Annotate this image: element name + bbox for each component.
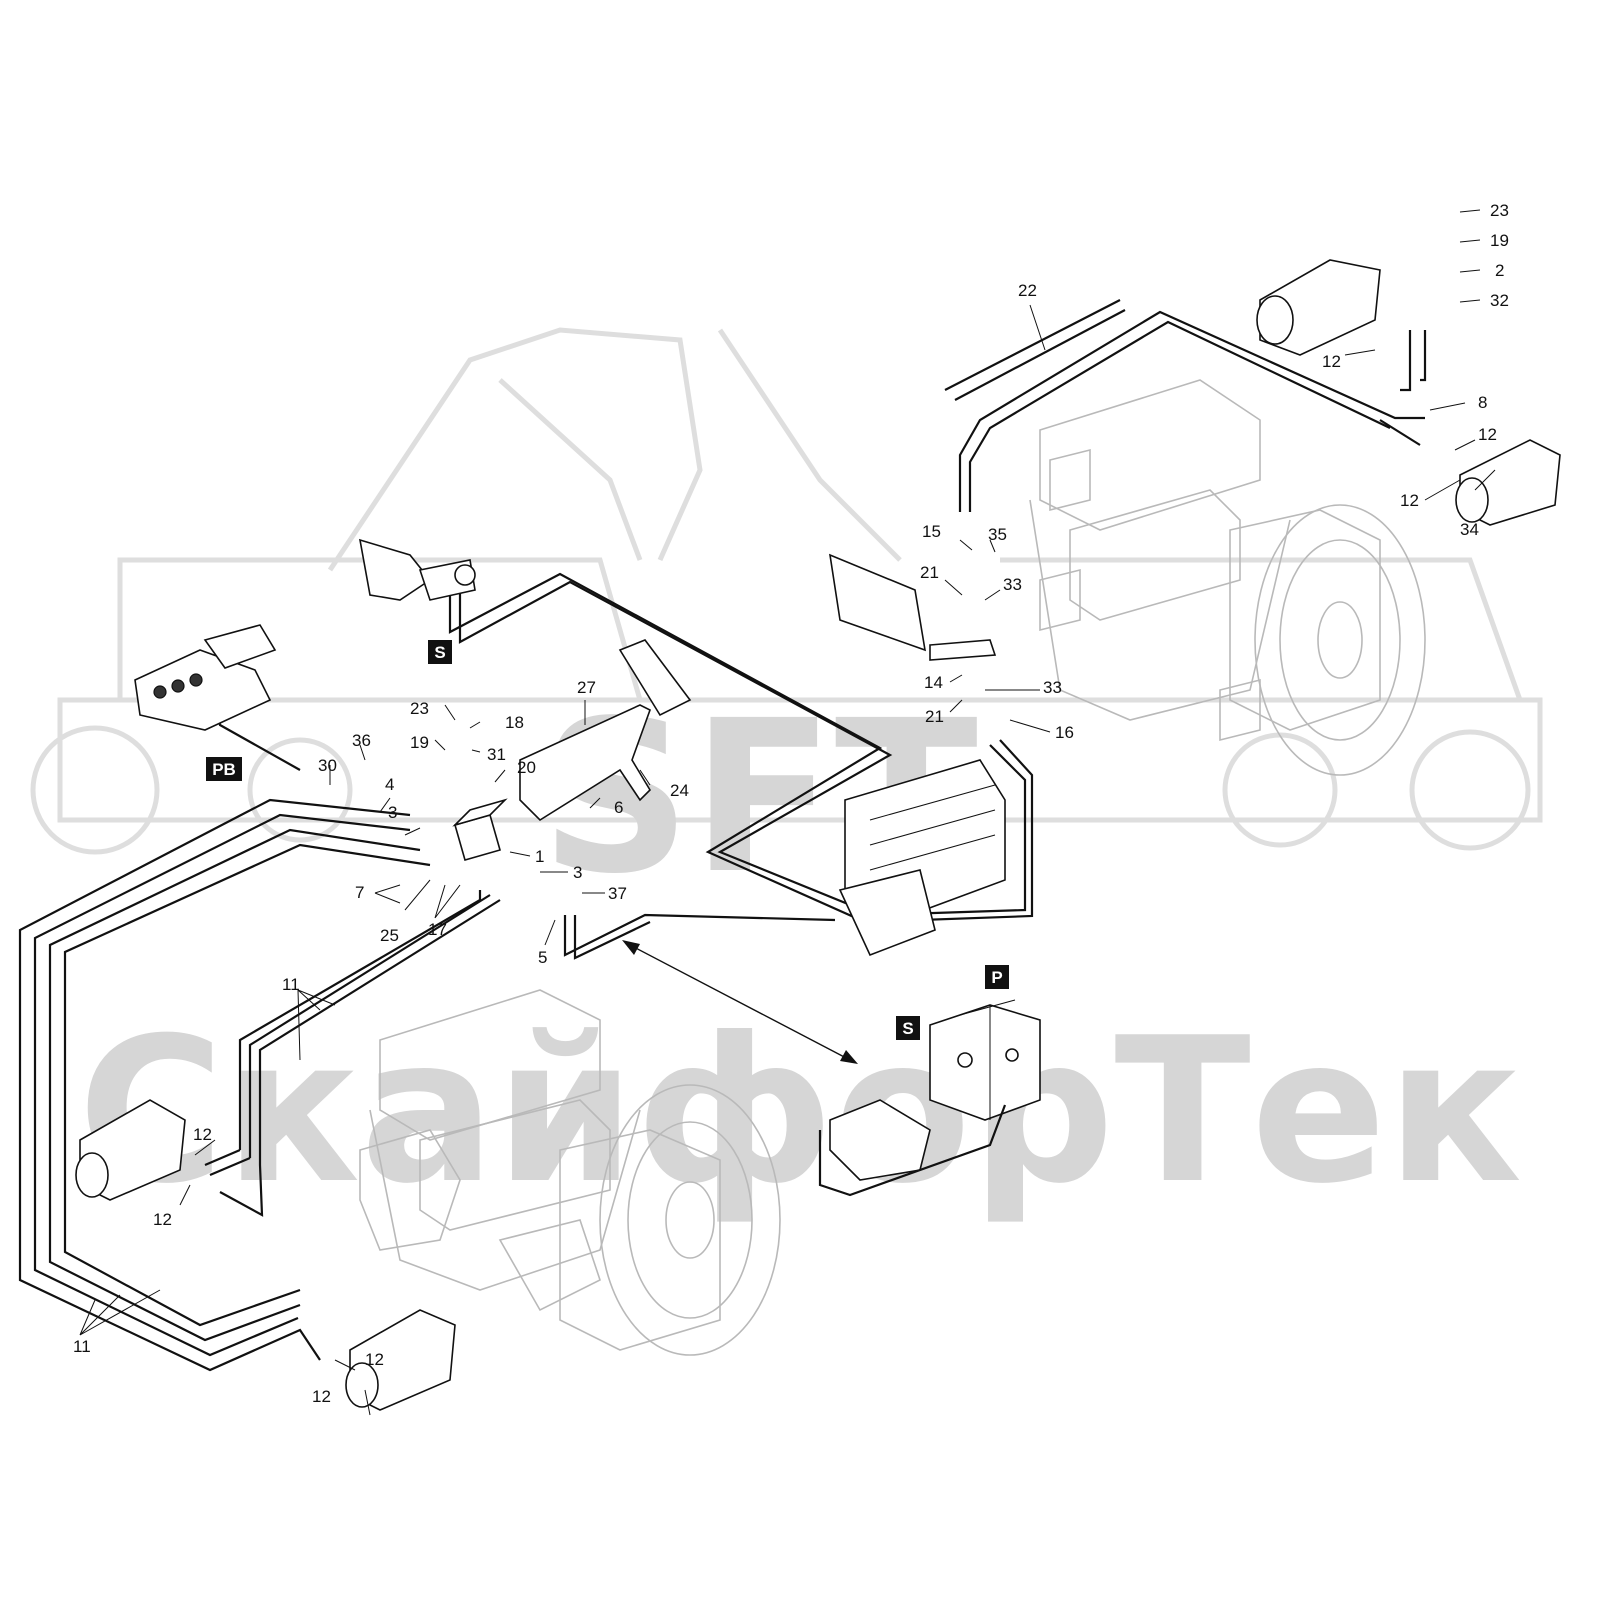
- callout-2: 2: [1495, 261, 1504, 280]
- callout-12-front-right-lower: 12: [312, 1387, 331, 1406]
- callout-11-lower: 11: [73, 1337, 91, 1356]
- valve-block-1: [452, 798, 508, 861]
- callout-31: 31: [487, 745, 506, 764]
- callout-labels: 23 19 2 32 22 12 8 12 12 34 15 35 21 33 …: [73, 201, 1509, 1406]
- callout-27: 27: [577, 678, 596, 697]
- brake-valve-p: [818, 999, 1041, 1197]
- callout-21-upper: 21: [920, 563, 939, 582]
- callout-20: 20: [517, 758, 536, 777]
- callout-12-rear-upper: 12: [1322, 352, 1341, 371]
- tag-s-brake-text: S: [902, 1019, 913, 1038]
- callout-17: 17: [428, 920, 447, 939]
- callout-21-lower: 21: [925, 707, 944, 726]
- callout-35: 35: [988, 525, 1007, 544]
- callout-36: 36: [352, 731, 371, 750]
- callout-6: 6: [614, 798, 623, 817]
- parking-brake-valve: [134, 624, 277, 731]
- tag-pb-text: PB: [212, 760, 236, 779]
- bracket-24: [519, 639, 692, 822]
- front-motor-left: [75, 1099, 186, 1201]
- control-valve-bank: [838, 759, 1006, 957]
- callout-3-upper: 3: [388, 803, 397, 822]
- callout-19-top: 19: [1490, 231, 1509, 250]
- callout-15: 15: [922, 522, 941, 541]
- callout-33-upper: 33: [1003, 575, 1022, 594]
- callout-19-center: 19: [410, 733, 429, 752]
- callout-18: 18: [505, 713, 524, 732]
- front-axle-drawing: [359, 989, 781, 1356]
- callout-34: 34: [1460, 520, 1479, 539]
- clamp-row-22: [944, 299, 1126, 401]
- callout-32: 32: [1490, 291, 1509, 310]
- callout-23-top: 23: [1490, 201, 1509, 220]
- callout-22: 22: [1018, 281, 1037, 300]
- callout-8: 8: [1478, 393, 1487, 412]
- callout-12-rear-right: 12: [1478, 425, 1497, 444]
- callout-1: 1: [535, 847, 544, 866]
- hydraulic-lines: [18, 310, 1427, 1372]
- rear-motor-upper: [1256, 259, 1381, 356]
- callout-33-lower: 33: [1043, 678, 1062, 697]
- callout-16: 16: [1055, 723, 1074, 742]
- tag-pb: PB: [206, 757, 242, 781]
- callout-25: 25: [380, 926, 399, 945]
- callout-12-rear-lower: 12: [1400, 491, 1419, 510]
- callout-12-front-left-lower: 12: [153, 1210, 172, 1229]
- callout-7: 7: [355, 883, 364, 902]
- tag-p: P: [985, 965, 1009, 989]
- callout-30: 30: [318, 756, 337, 775]
- tag-s-pedal: S: [428, 640, 452, 664]
- callout-37: 37: [608, 884, 627, 903]
- callout-12-front-left-upper: 12: [193, 1125, 212, 1144]
- callout-23-center: 23: [410, 699, 429, 718]
- callout-3-lower: 3: [573, 863, 582, 882]
- callout-4: 4: [385, 775, 394, 794]
- tag-s-pedal-text: S: [434, 643, 445, 662]
- callout-14: 14: [924, 673, 943, 692]
- front-motor-right: [345, 1309, 456, 1411]
- mounting-plate: [828, 553, 997, 661]
- rear-axle-drawing: [1029, 379, 1426, 776]
- tag-s-brake: S: [896, 1016, 920, 1040]
- watermark-machine-outline: [30, 327, 1543, 855]
- leader-lines: [79, 209, 1496, 1416]
- connection-arrow: [622, 940, 858, 1064]
- callout-11-upper: 11: [282, 975, 300, 994]
- rear-motor-lower: [1455, 439, 1561, 526]
- callout-24: 24: [670, 781, 689, 800]
- callout-12-front-right-upper: 12: [365, 1350, 384, 1369]
- watermark-company-name: СкайфорТек: [78, 995, 1522, 1228]
- tag-p-text: P: [991, 968, 1002, 987]
- brake-pedal-valve: [358, 538, 476, 601]
- callout-5: 5: [538, 948, 547, 967]
